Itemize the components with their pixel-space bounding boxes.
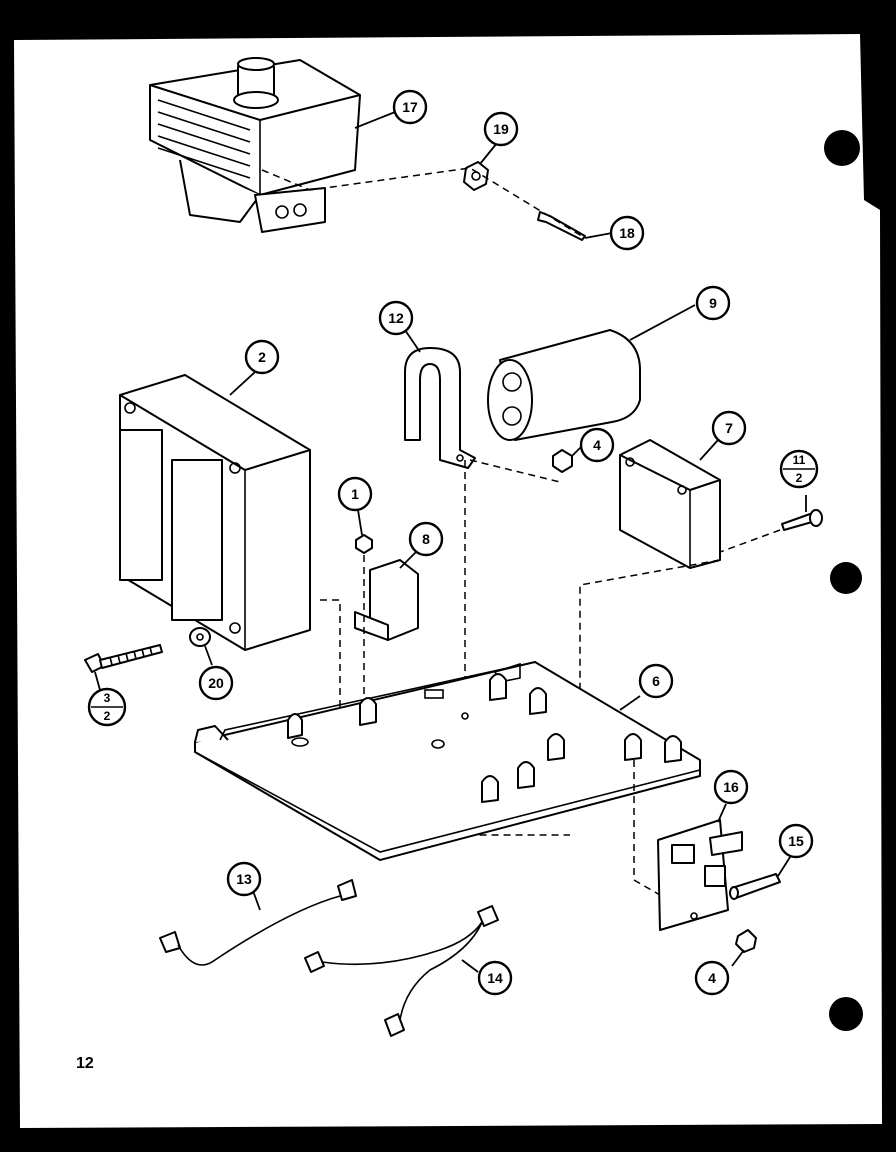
- svg-text:13: 13: [236, 871, 252, 887]
- callout-9[interactable]: 9: [695, 285, 731, 321]
- callout-19[interactable]: 19: [483, 111, 519, 147]
- leader-18: [584, 232, 613, 239]
- leader-9: [629, 304, 696, 341]
- callout-13[interactable]: 13: [226, 861, 262, 897]
- leader-2: [229, 371, 256, 396]
- svg-text:20: 20: [208, 675, 224, 691]
- punch-hole-bottom: [829, 997, 863, 1031]
- callout-7[interactable]: 7: [711, 410, 747, 446]
- page-number: 12: [76, 1055, 94, 1072]
- punch-hole-top: [824, 130, 860, 166]
- bolt-part-3: [84, 644, 163, 673]
- svg-text:18: 18: [619, 225, 635, 241]
- callout-20[interactable]: 20: [198, 665, 234, 701]
- svg-text:3: 3: [104, 691, 111, 705]
- assembly-path-17: [261, 167, 586, 239]
- wire-harness-13: [159, 879, 357, 966]
- leader-15: [777, 853, 793, 877]
- assembly-path-12: [464, 459, 561, 715]
- leader-3: [94, 671, 101, 691]
- leader-4b: [731, 949, 745, 967]
- leader-7: [699, 439, 719, 461]
- leader-16: [717, 803, 727, 823]
- transformer-part: [119, 374, 311, 651]
- callout-15[interactable]: 15: [778, 823, 814, 859]
- callout-8[interactable]: 8: [408, 521, 444, 557]
- svg-text:17: 17: [402, 99, 418, 115]
- svg-text:7: 7: [725, 420, 733, 436]
- svg-text:14: 14: [487, 970, 503, 986]
- punch-hole-middle: [830, 562, 862, 594]
- callout-11-over-2[interactable]: 11 2: [779, 449, 819, 489]
- screw-part-11: [781, 509, 823, 531]
- leader-12: [404, 329, 421, 353]
- callout-6[interactable]: 6: [638, 663, 674, 699]
- magnetron-part: [149, 57, 361, 233]
- callout-3-over-2[interactable]: 3 2: [87, 687, 127, 727]
- leader-14: [461, 959, 479, 973]
- leader-1: [357, 509, 363, 536]
- washer-part: [189, 627, 211, 647]
- callout-12[interactable]: 12: [378, 300, 414, 336]
- svg-text:6: 6: [652, 673, 660, 689]
- svg-text:4: 4: [593, 437, 601, 453]
- svg-text:2: 2: [258, 349, 266, 365]
- svg-text:12: 12: [388, 310, 404, 326]
- callout-2[interactable]: 2: [244, 339, 280, 375]
- leader-17: [354, 111, 396, 129]
- callout-1[interactable]: 1: [337, 476, 373, 512]
- leader-20: [204, 645, 213, 666]
- svg-text:11: 11: [793, 453, 806, 467]
- assembly-path-2: [320, 599, 570, 836]
- callout-4-lower[interactable]: 4: [694, 960, 730, 996]
- wire-harness-14: [304, 905, 499, 1037]
- screw-part-4a: [552, 449, 573, 473]
- leader-6: [619, 695, 641, 711]
- svg-text:1: 1: [351, 486, 359, 502]
- choke-part: [619, 439, 721, 569]
- fuse-holder-part: [657, 819, 743, 931]
- fuse-part: [729, 873, 781, 900]
- svg-text:16: 16: [723, 779, 739, 795]
- screw-part-4b: [735, 929, 757, 953]
- assembly-path-16: [633, 760, 661, 896]
- base-plate-part: [194, 661, 701, 861]
- svg-text:8: 8: [422, 531, 430, 547]
- capacitor-part: [487, 329, 641, 441]
- callout-18[interactable]: 18: [609, 215, 645, 251]
- svg-text:2: 2: [104, 709, 111, 723]
- svg-text:4: 4: [708, 970, 716, 986]
- callout-17[interactable]: 17: [392, 89, 428, 125]
- callout-4-upper[interactable]: 4: [579, 427, 615, 463]
- svg-text:2: 2: [796, 471, 803, 485]
- svg-text:15: 15: [788, 833, 804, 849]
- callout-16[interactable]: 16: [713, 769, 749, 805]
- screw-part-1: [355, 534, 373, 554]
- svg-text:19: 19: [493, 121, 509, 137]
- leader-19: [479, 142, 498, 165]
- svg-text:9: 9: [709, 295, 717, 311]
- nut-part: [463, 161, 489, 191]
- callout-14[interactable]: 14: [477, 960, 513, 996]
